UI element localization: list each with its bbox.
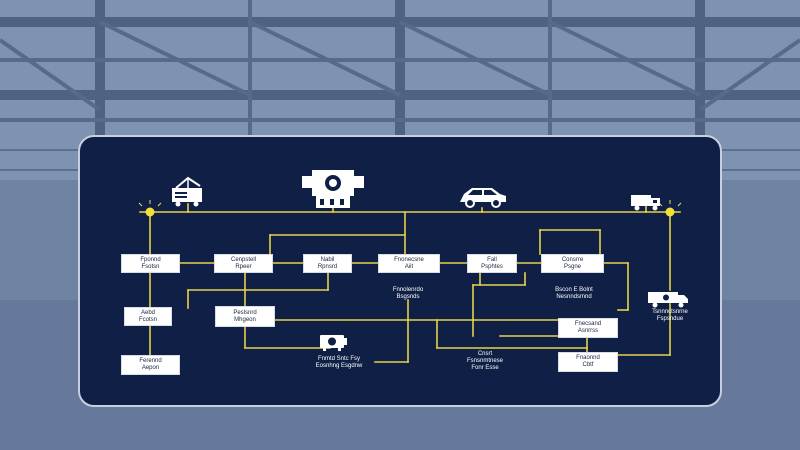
node-label: Aepon (141, 365, 160, 371)
caption-line: Cnsrt (477, 351, 493, 357)
node-label: Fponnd (140, 256, 161, 263)
node-label: Ferennd (139, 358, 162, 364)
node-box[interactable]: Fnaonnd Cbtf (558, 352, 618, 372)
node-label: Peslsnrd (233, 309, 257, 316)
car-icon (460, 188, 506, 208)
node-label: Fnonecsne (394, 256, 424, 263)
node-box[interactable]: Fponnd Fsotsn (121, 254, 180, 273)
caption-line: Bsgsnds (396, 294, 420, 300)
node-box[interactable]: Consrre Psgne (541, 254, 604, 273)
caption-line: Eosnhng Esgdnw (315, 363, 363, 369)
diagram-caption: Fnnolenrdo Bsgsnds (375, 287, 441, 301)
node-label: Psgne (563, 263, 581, 270)
diagram-caption: Cnsrt Fsnsnmtnese Fonr Esse (452, 351, 518, 372)
node-label: Asnrrss (577, 328, 599, 334)
diagram-caption: Tsnnnctsnrne Fspsndue (638, 309, 702, 323)
node-label: Nabil (320, 256, 335, 263)
node-label: Fall (487, 256, 497, 263)
generator-icon (320, 335, 347, 351)
caption-line: Fnmtd Sntc Fsy (317, 356, 360, 362)
caption-line: Nesnndsmnd (556, 294, 592, 300)
diagram-caption: Bscon E Bolnt Nesnndsmnd (536, 287, 612, 301)
node-box[interactable]: Fnonecsne Aiit (378, 254, 440, 273)
diagram-caption: Fnmtd Sntc Fsy Eosnhng Esgdnw (300, 356, 378, 370)
node-box[interactable]: Cenpstell Rpeer (214, 254, 273, 273)
van-icon (648, 292, 688, 308)
node-label: Aiit (404, 263, 414, 270)
caption-line: Fnnolenrdo (392, 287, 424, 293)
caption-line: Fspsndue (656, 316, 684, 322)
caption-line: Bscon E Bolnt (555, 287, 593, 293)
node-label: Aebd (140, 309, 155, 316)
caption-line: Fonr Esse (471, 365, 499, 371)
caption-line: Fsnsnmtnese (466, 358, 503, 364)
node-label: Psphtes (481, 263, 503, 270)
node-box[interactable]: Nabil Rpnsrd (303, 254, 352, 273)
truck-icon (631, 195, 660, 211)
node-label: Fnecsand (574, 321, 602, 327)
node-label: Fcotsn (138, 316, 157, 323)
node-box[interactable]: Aebd Fcotsn (124, 307, 172, 326)
node-label: Fnaonnd (576, 355, 600, 361)
node-label: Cbtf (582, 362, 594, 368)
node-box[interactable]: Fall Psphtes (467, 254, 517, 273)
node-box[interactable]: Peslsnrd Mhgeon (215, 306, 275, 327)
industrial-machine-icon (302, 170, 364, 208)
node-box[interactable]: Ferennd Aepon (121, 355, 180, 375)
node-label: Rpnsrd (317, 263, 338, 270)
node-label: Rpeer (235, 263, 252, 270)
node-label: Mhgeon (234, 316, 256, 323)
caption-line: Tsnnnctsnrne (652, 309, 688, 315)
node-label: Cenpstell (230, 256, 256, 263)
crane-icon (172, 176, 202, 207)
node-box[interactable]: Fnecsand Asnrrss (558, 318, 618, 338)
node-label: Consrre (561, 256, 584, 263)
node-label: Fsotsn (141, 263, 160, 270)
